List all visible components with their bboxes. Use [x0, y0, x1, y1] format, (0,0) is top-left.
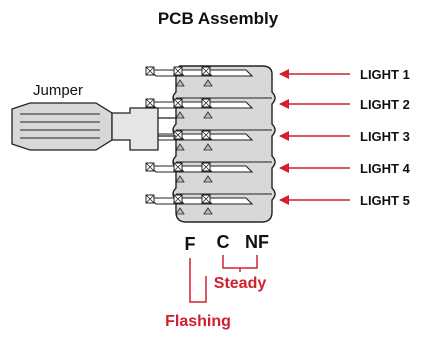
pin-row-4: [145, 162, 254, 183]
pin-row-1: [145, 66, 254, 87]
steady-bracket: [222, 255, 258, 269]
flashing-label: Flashing: [165, 313, 231, 330]
steady-label: Steady: [214, 275, 267, 292]
pin-rows: [145, 66, 254, 215]
pin-label-nf: NF: [245, 232, 269, 252]
pin-row-2: [145, 98, 254, 119]
light-label-1: LIGHT 1: [360, 67, 410, 82]
jumper-connector: [11, 102, 176, 151]
flashing-bracket: [189, 258, 207, 303]
light-label-2: LIGHT 2: [360, 97, 410, 112]
pin-row-5: [145, 194, 254, 215]
pin: [201, 130, 254, 151]
jumper-label: Jumper: [33, 82, 83, 99]
light-label-3: LIGHT 3: [360, 129, 410, 144]
diagram-title: PCB Assembly: [158, 9, 279, 28]
pin-label-c: C: [217, 232, 230, 252]
pin-label-f: F: [185, 234, 196, 254]
pin: [201, 98, 254, 119]
pin: [201, 162, 254, 183]
pin: [201, 66, 254, 87]
pin: [201, 194, 254, 215]
light-label-5: LIGHT 5: [360, 193, 410, 208]
light-label-4: LIGHT 4: [360, 161, 411, 176]
